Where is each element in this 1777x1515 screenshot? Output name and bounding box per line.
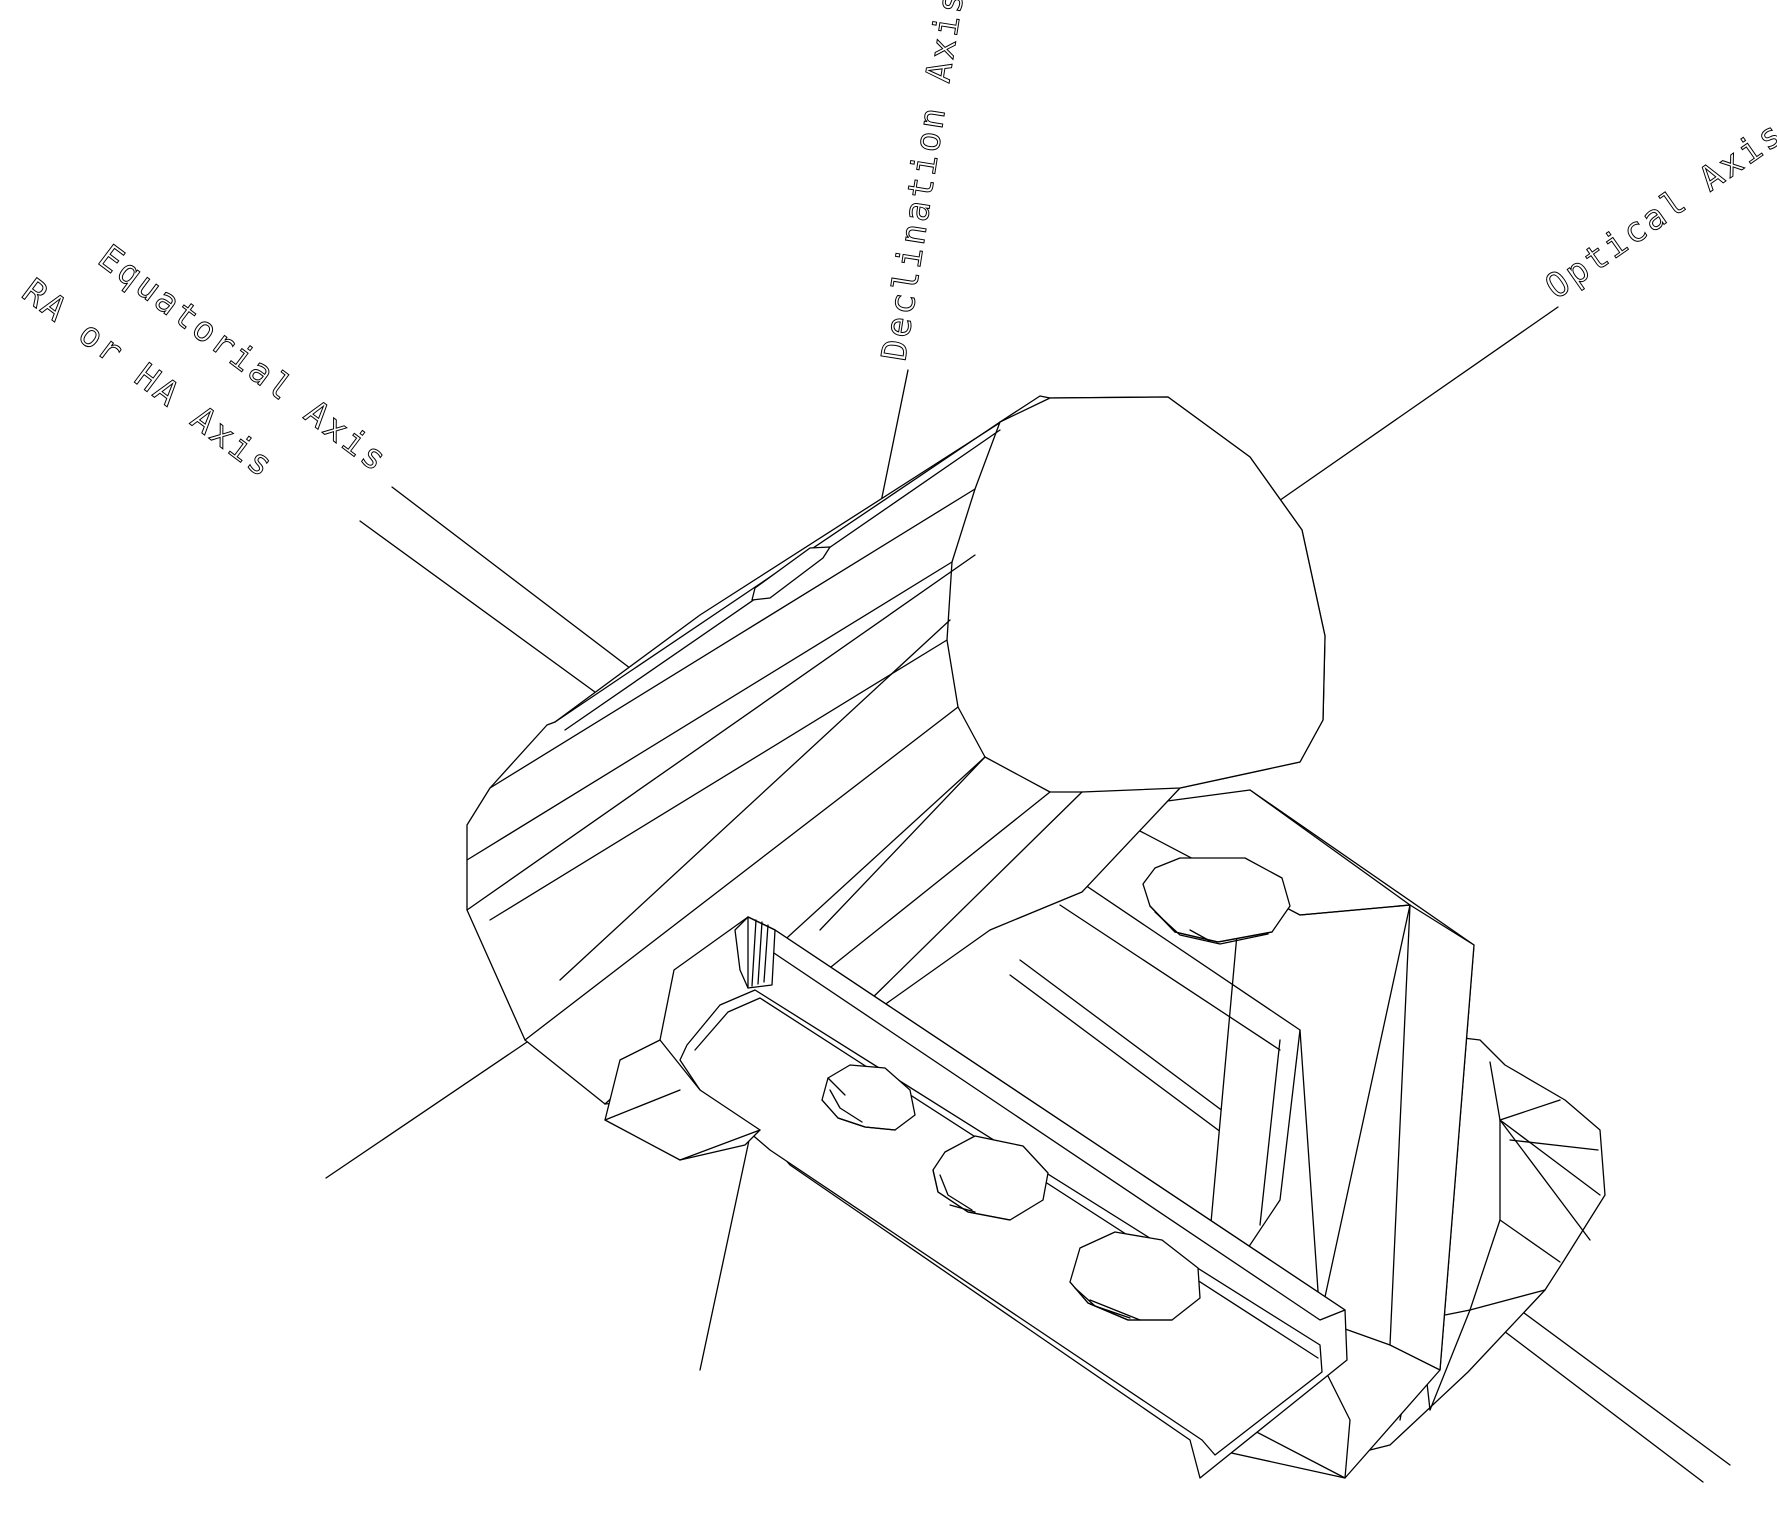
declination-axis-leader	[879, 369, 909, 508]
polar-shaft-upper	[1519, 1309, 1731, 1466]
lower-left-leader	[325, 1039, 531, 1179]
optical-axis-label: Optical Axis	[1538, 113, 1777, 307]
saddle-bolt-upper	[1142, 857, 1291, 945]
clamp-bolt-1	[821, 1064, 916, 1131]
clamp-bolt-3	[1069, 1231, 1201, 1321]
equatorial-axis-leader	[391, 486, 665, 695]
axis-labels: Declination Axis Optical Axis Equatorial…	[14, 0, 1777, 487]
declination-axis-label: Declination Axis	[874, 0, 972, 363]
ra-ha-axis-leader	[359, 520, 633, 720]
clamp-bolt-2	[932, 1135, 1049, 1221]
telescope-tube	[466, 395, 1326, 1105]
polar-shaft-lower	[1499, 1327, 1704, 1483]
